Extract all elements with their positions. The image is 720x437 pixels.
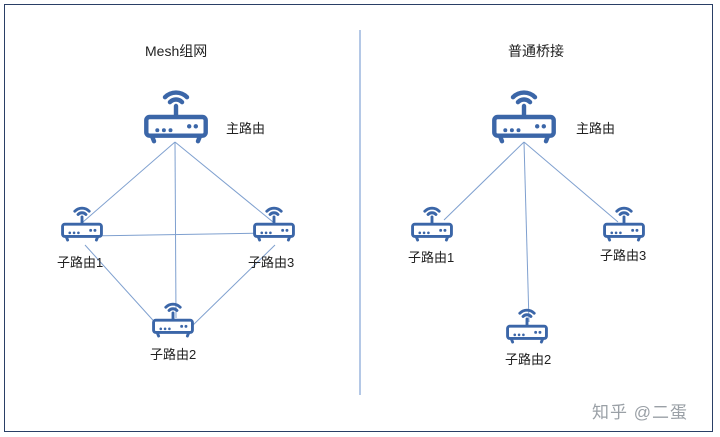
link-main-sub2 — [174, 141, 177, 319]
right-sub-router-3-label: 子路由3 — [600, 248, 647, 263]
zhihu-watermark: 知乎 @二蛋 — [592, 403, 688, 422]
right-sub-router-2-label: 子路由2 — [505, 352, 552, 367]
right-sub-router-1-label: 子路由1 — [408, 250, 455, 265]
bridge-link-main-sub3 — [523, 141, 619, 223]
link-sub1-sub3 — [84, 232, 274, 237]
link-sub1-sub2 — [84, 244, 161, 329]
link-sub3-sub2 — [189, 244, 276, 329]
left-sub-router-1-label: 子路由1 — [57, 255, 104, 270]
bridge-link-main-sub2 — [523, 141, 530, 323]
right-main-router-label: 主路由 — [576, 121, 616, 136]
link-main-sub3 — [174, 141, 274, 223]
sub-router-2-right-icon — [506, 308, 548, 344]
left-main-router-label: 主路由 — [226, 121, 266, 136]
sub-router-3-right-icon — [603, 206, 645, 242]
sub-router-1-right-icon — [411, 206, 453, 242]
main-router-right-icon — [494, 93, 553, 142]
left-sub-router-3-label: 子路由3 — [248, 255, 295, 270]
mesh-links — [82, 141, 276, 329]
bridge-link-main-sub1 — [443, 141, 525, 221]
sub-router-2-left-icon — [152, 302, 194, 338]
sub-router-3-left-icon — [253, 206, 295, 242]
right-panel-title: 普通桥接 — [508, 43, 564, 59]
diagram-frame — [4, 4, 713, 432]
link-main-sub1 — [82, 141, 176, 223]
bridge-links — [443, 141, 619, 323]
left-sub-router-2-label: 子路由2 — [150, 347, 197, 362]
sub-router-1-left-icon — [61, 206, 103, 242]
left-panel-title: Mesh组网 — [145, 43, 208, 59]
main-router-left-icon — [146, 93, 205, 142]
